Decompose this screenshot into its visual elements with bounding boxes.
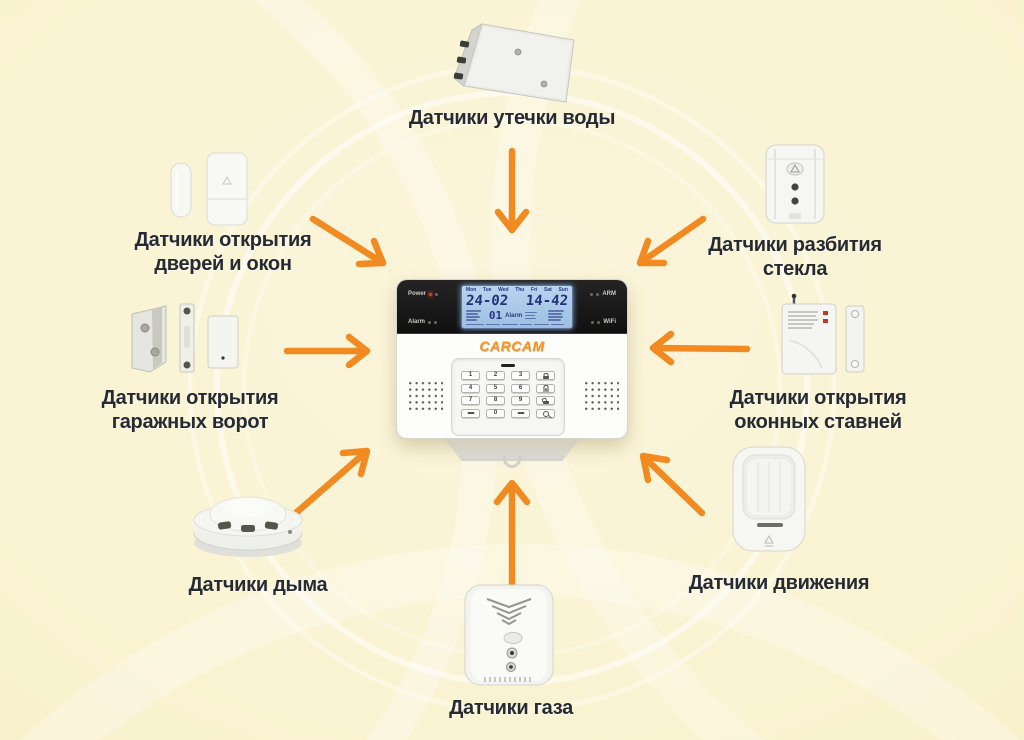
alarm-label: Alarm: [408, 319, 426, 325]
key-lock-home-icon: [536, 383, 555, 393]
keypad: 1 2 3 4 5 6 7 8 9 0: [451, 358, 565, 436]
lcd-alarm-text: Alarm: [505, 312, 523, 319]
lcd-left-text: [466, 310, 486, 321]
label-window-shutter-sensors: Датчики открытия оконных ставней: [698, 386, 938, 434]
lcd-days-row: Mon Tue Wed Thu Fri Sat Sun: [466, 288, 568, 293]
label-line: Датчики дыма: [188, 574, 328, 596]
label-line: стекла: [762, 258, 828, 280]
arrow-bottom-right: [639, 452, 706, 517]
label-glass-break-sensors: Датчики разбития стекла: [680, 233, 910, 281]
door-window-sensor-image: [163, 147, 265, 229]
gas-sensor-image: [449, 581, 567, 689]
label-smoke-sensors: Датчики дыма: [148, 573, 368, 597]
label-line: Датчики открытия: [134, 229, 312, 251]
arrow-top-right: [636, 215, 707, 267]
arrow-top: [494, 147, 530, 234]
key-5: 5: [486, 383, 505, 393]
key-1: 1: [461, 371, 480, 380]
arm-label: ARM: [602, 291, 616, 297]
key-4: 4: [461, 383, 480, 393]
label-line: Датчики утечки воды: [408, 107, 616, 129]
key-magnifier-icon: [536, 408, 555, 418]
lcd-day: Thu: [515, 287, 525, 293]
arrow-bottom: [493, 479, 531, 595]
mic-slot: [501, 364, 515, 367]
lcd-day: Sun: [558, 287, 568, 293]
arm-lock-icon: [590, 292, 594, 296]
label-water-leak-sensors: Датчики утечки воды: [402, 106, 622, 130]
label-garage-door-sensors: Датчики открытия гаражных ворот: [65, 386, 315, 434]
lcd-time-row: 24-02 14-42: [465, 293, 569, 309]
power-secondary-icon: [435, 292, 439, 296]
label-line: Датчики открытия: [729, 387, 907, 409]
label-line: оконных ставней: [734, 411, 902, 433]
panel-top-band: Power Alarm ARM WiFi Mon: [397, 280, 627, 334]
alarm-lock-icon: [434, 320, 438, 324]
brand-logo: CARCAM: [479, 338, 545, 354]
key-lock-closed-icon: [536, 371, 555, 380]
arrow-top-left: [309, 215, 387, 268]
arrow-left: [283, 333, 371, 369]
label-gas-sensors: Датчики газа: [401, 696, 621, 720]
power-led-icon: [429, 292, 433, 296]
key-call-icon: [461, 408, 480, 418]
key-8: 8: [486, 396, 505, 405]
lcd-day: Sat: [544, 287, 552, 293]
arm-led-icon: [596, 292, 600, 296]
wifi-indicator: WiFi: [591, 319, 616, 325]
lcd-day: Fri: [531, 287, 538, 293]
lcd-clock: 14-42: [525, 293, 569, 309]
key-0: 0: [486, 408, 505, 418]
lcd-date: 24-02: [465, 293, 509, 309]
lcd-zone-number: 01: [488, 309, 503, 322]
label-line: Датчики открытия: [101, 387, 279, 409]
label-line: гаражных ворот: [111, 411, 269, 433]
water-leak-sensor-image: [448, 16, 586, 108]
wifi-led-icon: [597, 320, 601, 324]
left-speaker-grille: [405, 378, 443, 410]
alarm-led-icon: [428, 320, 432, 324]
glass-break-sensor-image: [753, 137, 838, 229]
key-2: 2: [486, 371, 505, 380]
lcd-display: Mon Tue Wed Thu Fri Sat Sun 24-02 14-42: [461, 285, 573, 329]
key-7: 7: [461, 396, 480, 405]
wifi-label: WiFi: [603, 319, 616, 325]
lcd-day: Mon: [466, 287, 477, 293]
panel-stand-tab: [503, 456, 521, 468]
power-label: Power: [408, 291, 427, 297]
label-door-window-sensors: Датчики открытия дверей и окон: [108, 228, 338, 276]
lcd-right-text: [548, 310, 568, 321]
key-reset-icon: [511, 408, 530, 418]
control-panel: Power Alarm ARM WiFi Mon: [396, 279, 628, 439]
label-line: Датчики движения: [688, 572, 870, 594]
arrow-right: [649, 330, 751, 366]
label-motion-sensors: Датчики движения: [669, 571, 889, 595]
label-line: Датчики газа: [449, 697, 573, 719]
key-lock-open-icon: [536, 396, 555, 405]
window-shutter-sensor-image: [772, 292, 878, 378]
motion-sensor-image: [713, 441, 825, 557]
right-speaker-grille: [581, 378, 619, 410]
arrow-bottom-left: [293, 447, 371, 516]
key-9: 9: [511, 396, 530, 405]
lcd-footer-text: [466, 323, 568, 325]
lcd-status-row: 01 Alarm: [466, 310, 568, 321]
power-indicator: Power: [408, 291, 439, 297]
garage-door-sensor-image: [122, 300, 248, 378]
alarm-indicator: Alarm: [408, 319, 438, 325]
wifi-signal-icon: [591, 320, 595, 324]
arm-indicator: ARM: [590, 291, 616, 297]
lcd-day: Tue: [482, 287, 492, 293]
key-3: 3: [511, 371, 530, 380]
key-6: 6: [511, 383, 530, 393]
label-line: дверей и окон: [154, 253, 292, 275]
lcd-day: Wed: [498, 287, 509, 293]
label-line: Датчики разбития: [708, 234, 882, 256]
smoke-detector-image: [184, 477, 310, 563]
lcd-mid-text: [525, 311, 545, 320]
